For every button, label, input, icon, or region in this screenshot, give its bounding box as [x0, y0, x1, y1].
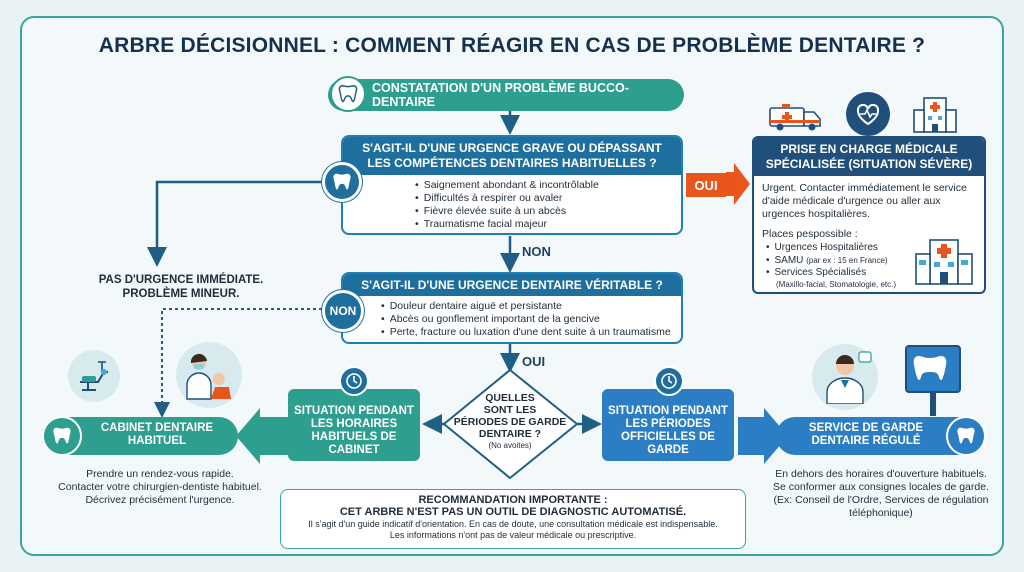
place-item: Services Spécialisés [766, 267, 984, 280]
dentist-chair-icon [68, 350, 120, 402]
criteria-item: Traumatisme facial majeur [415, 218, 681, 231]
minor-line1: PAS D'URGENCE IMMÉDIATE. [98, 274, 264, 286]
non-label-q1: NON [522, 244, 551, 259]
doctor-icon [812, 344, 878, 410]
dentist-icon [176, 342, 242, 408]
cabinet-label-line: CABINET DENTAIRE [100, 422, 214, 434]
tooth-icon [946, 416, 986, 456]
severe-care-box: PRISE EN CHARGE MÉDICALE SPÉCIALISÉE (SI… [752, 136, 986, 294]
arrow-q1-minor [147, 180, 322, 267]
criteria-item: Fièvre élevée suite à un abcès [415, 205, 681, 218]
situation-line: CABINET [328, 444, 380, 456]
arrow-left-to-cabinet [236, 408, 288, 464]
recommendation-heading: RECOMMANDATION IMPORTANTE : [418, 494, 608, 506]
question-1-title-line1: S'AGIT-IL D'UNE URGENCE GRAVE OU DÉPASSA… [362, 141, 662, 155]
question-1-title-line2: LES COMPÉTENCES DENTAIRES HABITUELLES ? [367, 156, 657, 170]
minor-line2: PROBLÈME MINEUR. [122, 288, 240, 300]
start-label: CONSTATATION D'UN PROBLÈME BUCCO-DENTAIR… [372, 81, 629, 109]
situation-line: SITUATION PENDANT [608, 405, 728, 417]
garde-label-line: DENTAIRE RÉGULÉ [811, 435, 921, 447]
place-label: SAMU [774, 254, 804, 266]
oui-label-q2: OUI [522, 354, 546, 369]
criteria-item: Saignement abondant & incontrôlable [415, 179, 681, 192]
criteria-item: Difficultés à respirer ou avaler [415, 192, 681, 205]
question-1-title: S'AGIT-IL D'UNE URGENCE GRAVE OU DÉPASSA… [343, 137, 681, 175]
situation-cabinet-hours: SITUATION PENDANT LES HORAIRES HABITUELS… [288, 389, 420, 461]
severe-places-note: (Maxillo-facial, Stomatologie, etc.) [776, 279, 897, 289]
place-label: Urgences Hospitalières [774, 242, 878, 253]
severe-desc-line: d'aide médicale d'urgence ou aller aux [762, 195, 941, 207]
decision-diamond [442, 368, 579, 480]
clock-icon [339, 366, 369, 396]
clock-icon [654, 366, 684, 396]
severe-desc-line: urgences hospitalières. [762, 208, 870, 220]
garde-desc-line: (Ex: Conseil de l'Ordre, Services de rég… [773, 494, 989, 506]
garde-description: En dehors des horaires d'ouverture habit… [750, 468, 1012, 520]
severe-title-line2: SPÉCIALISÉE (SITUATION SÉVÈRE) [765, 157, 973, 171]
severe-title-line1: PRISE EN CHARGE MÉDICALE [780, 142, 958, 156]
tooth-sign-icon [904, 344, 962, 416]
question-1-box: S'AGIT-IL D'UNE URGENCE GRAVE OU DÉPASSA… [341, 135, 683, 235]
cabinet-desc-line: Contacter votre chirurgien-dentiste habi… [58, 481, 262, 493]
arrow-oui-severe [726, 163, 750, 205]
arrow-q2-cabinet-dotted [154, 308, 322, 418]
question-2-title: S'AGIT-IL D'UNE URGENCE DENTAIRE VÉRITAB… [343, 274, 681, 296]
tooth-icon [330, 76, 366, 112]
diamond-line: QUELLES [485, 392, 535, 404]
severe-desc-line: Urgent. Contacter immédiatement le servi… [762, 182, 967, 194]
arrow-right-to-garde [738, 408, 788, 464]
recommendation-warning: CET ARBRE N'EST PAS UN OUTIL DE DIAGNOST… [339, 506, 687, 518]
situation-line: GARDE [647, 444, 689, 456]
place-item: Urgences Hospitalières [766, 242, 984, 255]
diamond-line: SONT LES [483, 404, 537, 416]
garde-desc-line: En dehors des horaires d'ouverture habit… [775, 468, 987, 480]
ambulance-icon [768, 100, 824, 132]
cabinet-desc-line: Décrivez précisément l'urgence. [85, 494, 235, 506]
diamond-line: DENTAIRE ? [478, 428, 542, 440]
start-node: CONSTATATION D'UN PROBLÈME BUCCO-DENTAIR… [328, 79, 684, 111]
cabinet-description: Prendre un rendez-vous rapide. Contacter… [40, 468, 280, 507]
diamond-question: QUELLES SONT LES PÉRIODES DE GARDE DENTA… [444, 392, 576, 452]
diamond-line: PÉRIODES DE GARDE [453, 416, 567, 428]
tooth-icon [42, 416, 82, 456]
place-item: SAMU (par ex : 15 en France) [766, 255, 984, 268]
recommendation-box: RECOMMANDATION IMPORTANTE : CET ARBRE N'… [280, 489, 746, 549]
garde-label-line: SERVICE DE GARDE [808, 422, 924, 434]
garde-desc-line: Se conformer aux consignes locales de ga… [773, 481, 989, 493]
question-2-criteria: Douleur dentaire aiguë et persistante Ab… [343, 296, 681, 339]
hospital-icon [914, 234, 974, 291]
minor-problem-label: PAS D'URGENCE IMMÉDIATE. PROBLÈME MINEUR… [96, 273, 266, 301]
criteria-item: Douleur dentaire aiguë et persistante [381, 300, 681, 313]
place-label: Services Spécialisés [774, 267, 867, 278]
heart-pulse-icon [846, 92, 890, 136]
tooth-icon [322, 162, 362, 202]
situation-garde-periods: SITUATION PENDANT LES PÉRIODES OFFICIELL… [602, 389, 734, 461]
criteria-item: Abcès ou gonflement important de la genc… [381, 313, 681, 326]
severe-care-title: PRISE EN CHARGE MÉDICALE SPÉCIALISÉE (SI… [754, 138, 984, 176]
situation-line: SITUATION PENDANT [294, 405, 414, 417]
oui-label-severe: OUI [686, 173, 726, 197]
place-note: (par ex : 15 en France) [806, 255, 888, 265]
hospital-icon [912, 94, 958, 139]
diamond-sub: (No avoites) [488, 441, 532, 450]
page-title: ARBRE DÉCISIONNEL : COMMENT RÉAGIR EN CA… [98, 34, 926, 57]
recommendation-text: Les informations n'ont pas de valeur méd… [389, 530, 637, 540]
recommendation-text: Il s'agit d'un guide indicatif d'orienta… [308, 519, 718, 529]
question-2-box: S'AGIT-IL D'UNE URGENCE DENTAIRE VÉRITAB… [341, 272, 683, 344]
question-1-criteria: Saignement abondant & incontrôlable Diff… [343, 175, 681, 231]
situation-line: HABITUELS DE [311, 431, 397, 443]
cabinet-desc-line: Prendre un rendez-vous rapide. [86, 468, 234, 480]
garde-desc-line: téléphonique) [849, 507, 913, 519]
severe-places-title: Places pespossible : [762, 228, 858, 240]
severe-places-list: Urgences Hospitalières SAMU (par ex : 15… [754, 241, 984, 280]
criteria-item: Perte, fracture ou luxation d'une dent s… [381, 326, 681, 339]
situation-line: LES PÉRIODES [625, 418, 711, 430]
situation-line: LES HORAIRES [310, 418, 398, 430]
severe-description: Urgent. Contacter immédiatement le servi… [754, 176, 984, 221]
situation-line: OFFICIELLES DE [621, 431, 715, 443]
cabinet-label-line: HABITUEL [127, 435, 187, 447]
non-label-q2: NON [322, 290, 364, 332]
